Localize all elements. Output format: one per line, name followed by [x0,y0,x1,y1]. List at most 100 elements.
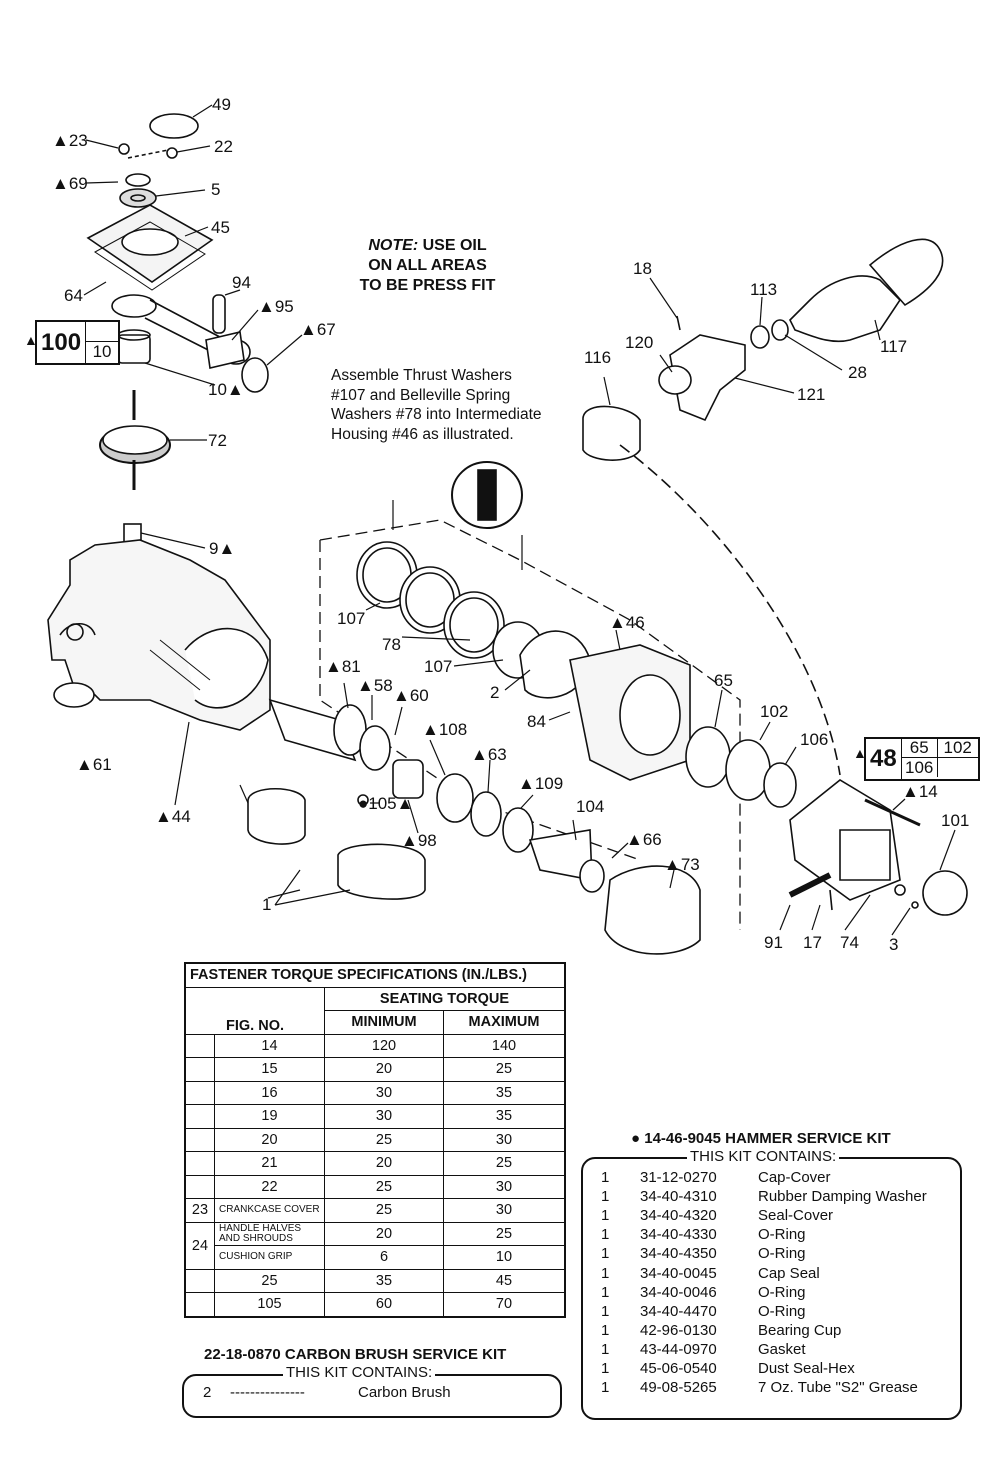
callout: ▲61 [76,755,112,774]
callout: 17 [803,933,822,952]
min-cell: 60 [324,1292,444,1317]
kit-ref-number: 100 [37,322,87,363]
kit-item-part: 31-12-0270 [640,1169,717,1186]
kit-item-qty: 1 [601,1226,610,1244]
kit-item-part: 49-08-5265 [640,1379,717,1397]
callout: 22 [214,137,233,156]
note-line: ON ALL AREAS [368,257,487,274]
fig-cell: 19 [214,1104,325,1129]
spindle-parts [268,698,701,955]
callout: 74 [840,933,859,952]
maximum-header: MAXIMUM [443,1010,566,1035]
kit-ref-cell [86,322,119,342]
min-cell: 25 [324,1127,444,1152]
exploded-parts-diagram: 49 ▲23 22 ▲69 5 45 64 94 ▲95 ▲67 10▲ 72 … [47,95,969,955]
fig-cell: 21 [214,1151,325,1176]
max-cell: 10 [443,1245,566,1270]
max-cell: 45 [443,1268,566,1293]
kit-item-qty: 1 [601,1283,610,1301]
kit-item-qty: 1 [601,1169,610,1186]
hammer-kit-subtitle: THIS KIT CONTAINS: [687,1148,840,1165]
min-cell: 25 [324,1198,444,1223]
callout: 102 [760,702,788,721]
callout: 84 [527,712,546,731]
kit-item-desc: Bearing Cup [758,1321,842,1339]
kit-item-desc: Seal-Cover [758,1207,834,1225]
callout: ▲66 [626,830,662,849]
callout: 10▲ [208,380,244,399]
press-fit-note: NOTE: USE OIL ON ALL AREAS TO BE PRESS F… [355,236,500,296]
callout: ▲108 [422,720,467,739]
gear-case-housing [47,539,271,731]
min-cell: 25 [324,1174,444,1199]
callout: 9▲ [209,539,235,558]
kit-ref-cell: 10 [92,342,112,361]
kit-item-desc: O-Ring [758,1302,806,1320]
kit-item-desc: Cap-Cover [758,1169,831,1186]
kit-item-part: 43-44-0970 [640,1340,717,1358]
callout: 117 [880,337,907,356]
max-cell: 30 [443,1174,566,1199]
callout: ▲67 [300,320,336,339]
kit-item-part: 34-40-0046 [640,1283,717,1301]
max-cell: 35 [443,1104,566,1129]
kit-item-desc: Gasket [758,1340,806,1358]
callout: 45 [211,218,230,237]
callout: 72 [208,431,227,450]
note-line: TO BE PRESS FIT [359,277,496,294]
callout: 107 [337,609,365,628]
cap-cover-part [149,113,199,139]
callout: ●105▲ [358,794,413,813]
kit-item-qty: 1 [601,1245,610,1263]
callout: 120 [625,333,653,352]
note-label: NOTE: [368,237,419,254]
gear-part [99,390,171,490]
kit-ref-cell: 102 [937,738,978,758]
minimum-header: MINIMUM [324,1010,444,1035]
brush-kit-qty: 2 [203,1384,212,1401]
min-cell: 20 [324,1057,444,1082]
kit-item-desc: 7 Oz. Tube "S2" Grease [758,1379,918,1397]
kit-marker-icon: ▲ [853,745,867,761]
seating-torque-header: SEATING TORQUE [324,986,566,1011]
callout: 65 [714,671,733,690]
needle-bearing-part [117,329,151,364]
max-cell: 70 [443,1292,566,1317]
min-cell: 120 [324,1033,444,1058]
instruction-line: #107 and Belleville Spring [331,386,511,404]
callout: ▲109 [518,774,563,793]
callout: 3 [889,935,898,954]
max-cell: 35 [443,1080,566,1105]
kit-item-qty: 1 [601,1207,610,1225]
callout: ▲73 [664,855,700,874]
max-cell: 30 [443,1127,566,1152]
kit-item-part: 34-40-4470 [640,1302,717,1320]
connecting-rod-part [111,294,269,393]
min-cell: 30 [324,1104,444,1129]
kit-ref-number: 48 [866,739,902,779]
callout: ▲23 [52,131,88,150]
brush-kit-title: 22-18-0870 CARBON BRUSH SERVICE KIT [204,1346,507,1363]
washer-stack [356,541,591,699]
kit-item-qty: 1 [601,1188,610,1206]
callout: ▲60 [393,686,429,705]
desc-line: HANDLE HALVES [219,1222,302,1234]
side-handle-parts [582,238,944,461]
kit-ref-cell: 65 [901,738,938,758]
desc-cell: CRANKCASE COVER [214,1198,325,1223]
leader-lines [83,104,956,936]
max-cell: 140 [443,1033,566,1058]
kit-item-qty: 1 [601,1379,610,1397]
callout: 107 [424,657,452,676]
callout: 2 [490,683,499,702]
min-cell: 20 [324,1151,444,1176]
kit-marker-icon: ▲ [24,332,38,348]
max-cell: 25 [443,1221,566,1246]
kit-item-desc: Cap Seal [758,1264,820,1282]
nose-cap-parts [788,779,968,916]
screw-parts [118,143,178,159]
instruction-line: Assemble Thrust Washers [331,367,512,384]
